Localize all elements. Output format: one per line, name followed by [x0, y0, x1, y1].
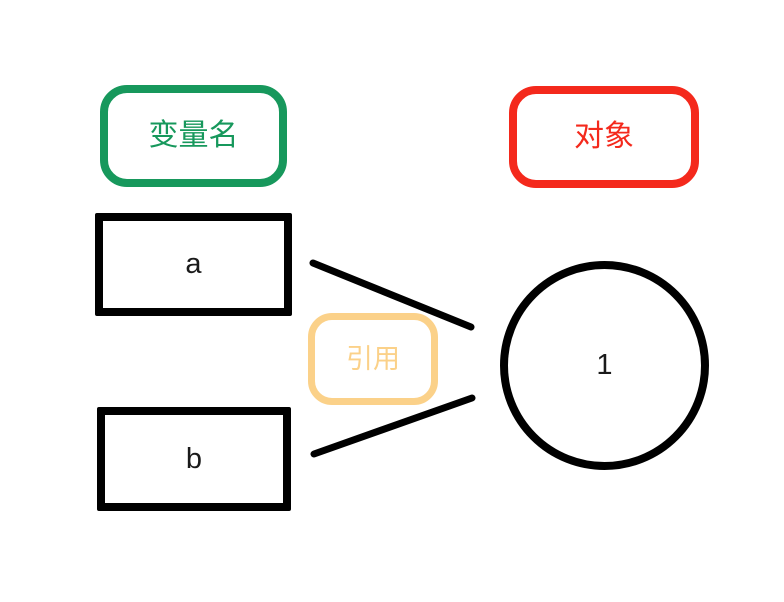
edge-b-to-object	[310, 394, 476, 458]
variable-b-label: b	[185, 442, 203, 475]
legend-variable-badge: 变量名	[100, 85, 287, 187]
variable-box-b: b	[97, 407, 291, 511]
object-value-label: 1	[596, 349, 613, 381]
legend-object-label: 对象	[574, 120, 634, 153]
legend-variable-label: 变量名	[148, 119, 239, 152]
variable-a-label: a	[185, 248, 202, 280]
legend-reference-label: 引用	[346, 343, 400, 374]
legend-object-badge: 对象	[509, 86, 699, 188]
object-circle-node: 1	[500, 261, 709, 470]
variable-box-a: a	[95, 213, 292, 316]
legend-reference-badge: 引用	[308, 313, 438, 405]
